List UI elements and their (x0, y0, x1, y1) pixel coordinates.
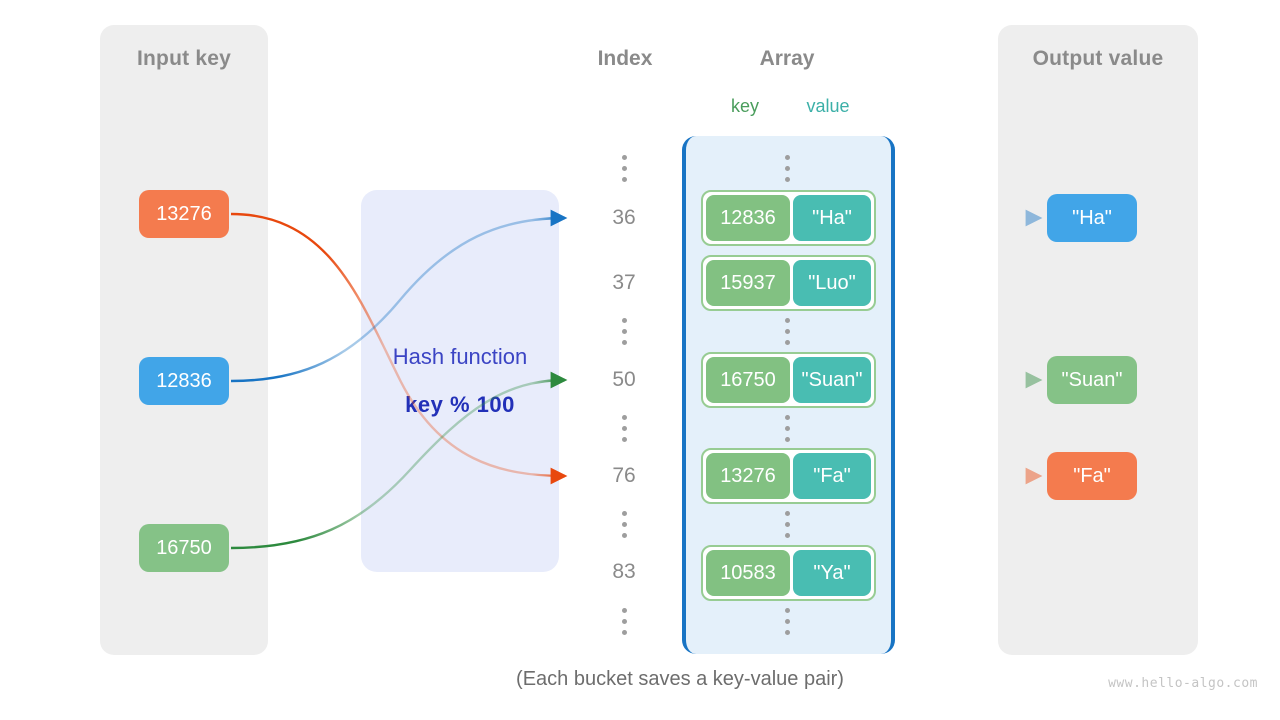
array-ellipsis-1 (785, 318, 791, 345)
watermark: www.hello-algo.com (1108, 676, 1258, 691)
index-ellipsis-0 (622, 155, 628, 182)
bucket-83-key: 10583 (706, 550, 790, 596)
wire-12836-to-36 (230, 209, 568, 383)
output-value-ha[interactable]: "Ha" (1047, 194, 1137, 242)
index-label-83: 83 (612, 560, 636, 583)
bucket-76-key: 13276 (706, 453, 790, 499)
index-ellipsis-1 (622, 318, 628, 345)
bucket-50-key: 16750 (706, 357, 790, 403)
value-subheading: value (806, 96, 850, 116)
output-value-suan[interactable]: "Suan" (1047, 356, 1137, 404)
index-column-heading: Index (597, 47, 653, 70)
output-panel-title: Output value (1032, 47, 1164, 70)
input-key-16750[interactable]: 16750 (139, 524, 229, 572)
bucket-37-key: 15937 (706, 260, 790, 306)
array-column-heading: Array (759, 47, 815, 70)
diagram-caption: (Each bucket saves a key-value pair) (516, 668, 844, 690)
output-value-panel: Output value (998, 25, 1198, 655)
array-ellipsis-4 (785, 608, 791, 635)
input-panel-title: Input key (137, 47, 231, 70)
bucket-76-value: "Fa" (793, 453, 871, 499)
index-label-50: 50 (612, 368, 636, 391)
hash-function-box (361, 190, 559, 572)
bucket-37[interactable]: 15937 "Luo" (701, 255, 876, 311)
array-ellipsis-0 (785, 155, 791, 182)
wire-13276-to-76 (230, 212, 568, 485)
bucket-36[interactable]: 12836 "Ha" (701, 190, 876, 246)
index-label-76: 76 (612, 464, 636, 487)
output-value-fa[interactable]: "Fa" (1047, 452, 1137, 500)
array-ellipsis-2 (785, 415, 791, 442)
array-ellipsis-3 (785, 511, 791, 538)
hash-function-label: Hash function (392, 344, 528, 369)
wire-16750-to-50 (230, 371, 568, 550)
index-label-37: 37 (612, 271, 636, 294)
bucket-83[interactable]: 10583 "Ya" (701, 545, 876, 601)
bucket-83-value: "Ya" (793, 550, 871, 596)
input-key-12836[interactable]: 12836 (139, 357, 229, 405)
bucket-76[interactable]: 13276 "Fa" (701, 448, 876, 504)
index-ellipsis-3 (622, 511, 628, 538)
bucket-50[interactable]: 16750 "Suan" (701, 352, 876, 408)
bucket-37-value: "Luo" (793, 260, 871, 306)
input-key-13276[interactable]: 13276 (139, 190, 229, 238)
bucket-36-value: "Ha" (793, 195, 871, 241)
index-label-36: 36 (612, 206, 636, 229)
bucket-36-key: 12836 (706, 195, 790, 241)
key-subheading: key (730, 96, 759, 116)
bucket-50-value: "Suan" (793, 357, 871, 403)
index-ellipsis-4 (622, 608, 628, 635)
index-ellipsis-2 (622, 415, 628, 442)
